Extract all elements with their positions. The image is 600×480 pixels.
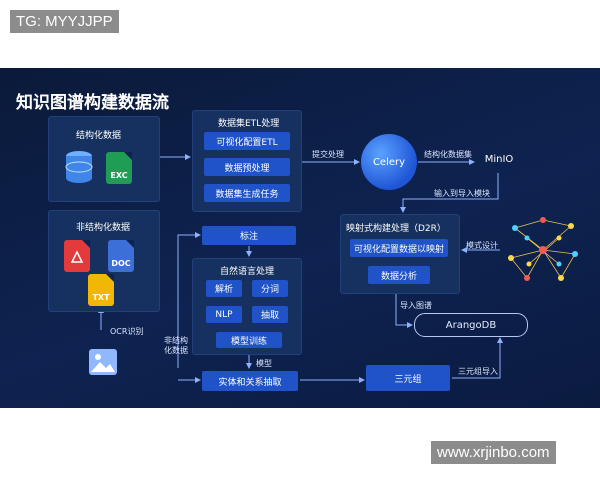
nlp-segment-button[interactable]: 分词 bbox=[252, 280, 288, 297]
doc-icon: DOC bbox=[108, 240, 134, 272]
edge-label-schema-design: 模式设计 bbox=[466, 241, 498, 250]
etl-preprocess-button[interactable]: 数据预处理 bbox=[204, 158, 290, 176]
edge-d2r-arango bbox=[395, 294, 413, 328]
ocr-label: OCR识别 bbox=[110, 327, 144, 336]
celery-node[interactable]: Celery bbox=[361, 134, 417, 190]
excel-icon-label: EXC bbox=[110, 171, 128, 180]
etl-visual-config-button[interactable]: 可视化配置ETL bbox=[204, 132, 290, 150]
excel-icon: EXC bbox=[106, 152, 132, 184]
etl-header: 数据集ETL处理 bbox=[218, 119, 280, 129]
diagram-board: 知识图谱构建数据流 结构化数据 EXC 非结构化数据 DOC TXT OCR识别… bbox=[0, 68, 600, 408]
edge-unstructured-annotate bbox=[177, 232, 201, 368]
knowledge-graph-icon bbox=[508, 217, 578, 281]
d2r-header: 映射式构建处理（D2R） bbox=[346, 224, 446, 234]
edge-label-structured-set: 结构化数据集 bbox=[424, 150, 472, 159]
txt-icon: TXT bbox=[88, 274, 114, 306]
nlp-parse-button[interactable]: 解析 bbox=[206, 280, 242, 297]
nlp-extract-button[interactable]: 抽取 bbox=[252, 306, 288, 323]
minio-label: MinIO bbox=[484, 153, 514, 165]
nlp-header: 自然语言处理 bbox=[220, 267, 275, 277]
model-training-button[interactable]: 模型训练 bbox=[216, 332, 282, 348]
edge-label-import-graph: 导入图谱 bbox=[400, 301, 432, 310]
edge-label-submit: 提交处理 bbox=[312, 150, 344, 159]
database-icon bbox=[65, 151, 93, 183]
image-icon bbox=[89, 349, 117, 375]
edge-label-triple-import: 三元组导入 bbox=[458, 367, 498, 376]
pdf-glyph-icon bbox=[70, 250, 84, 263]
entity-relation-extract-button[interactable]: 实体和关系抽取 bbox=[202, 371, 298, 391]
diagram-title: 知识图谱构建数据流 bbox=[16, 93, 169, 113]
d2r-analysis-button[interactable]: 数据分析 bbox=[368, 266, 430, 284]
edge-triple-arango bbox=[452, 337, 503, 379]
edge-label-import-module: 输入到导入模块 bbox=[434, 189, 490, 198]
edge-label-model: 模型 bbox=[256, 359, 272, 368]
connector-layer bbox=[98, 154, 503, 383]
etl-generate-task-button[interactable]: 数据集生成任务 bbox=[204, 184, 290, 202]
txt-icon-label: TXT bbox=[92, 293, 110, 302]
watermark-top: TG: MYYJJPP bbox=[10, 10, 119, 33]
watermark-bottom: www.xrjinbo.com bbox=[431, 441, 556, 464]
unstructured-data-header: 非结构化数据 bbox=[76, 223, 131, 233]
annotate-button[interactable]: 标注 bbox=[202, 226, 296, 245]
d2r-mapping-button[interactable]: 可视化配置数据以映射 bbox=[350, 239, 448, 257]
pdf-icon bbox=[64, 240, 90, 272]
doc-icon-label: DOC bbox=[111, 259, 131, 268]
nlp-nlp-button[interactable]: NLP bbox=[206, 306, 242, 323]
minio-node[interactable]: MinIO bbox=[476, 146, 522, 172]
arangodb-node[interactable]: ArangoDB bbox=[414, 313, 528, 337]
edge-label-unstructured-data: 非结构化数据 bbox=[164, 336, 188, 355]
edge-minio-d2r bbox=[400, 173, 499, 213]
structured-data-header: 结构化数据 bbox=[76, 131, 122, 141]
triple-node[interactable]: 三元组 bbox=[366, 365, 450, 391]
